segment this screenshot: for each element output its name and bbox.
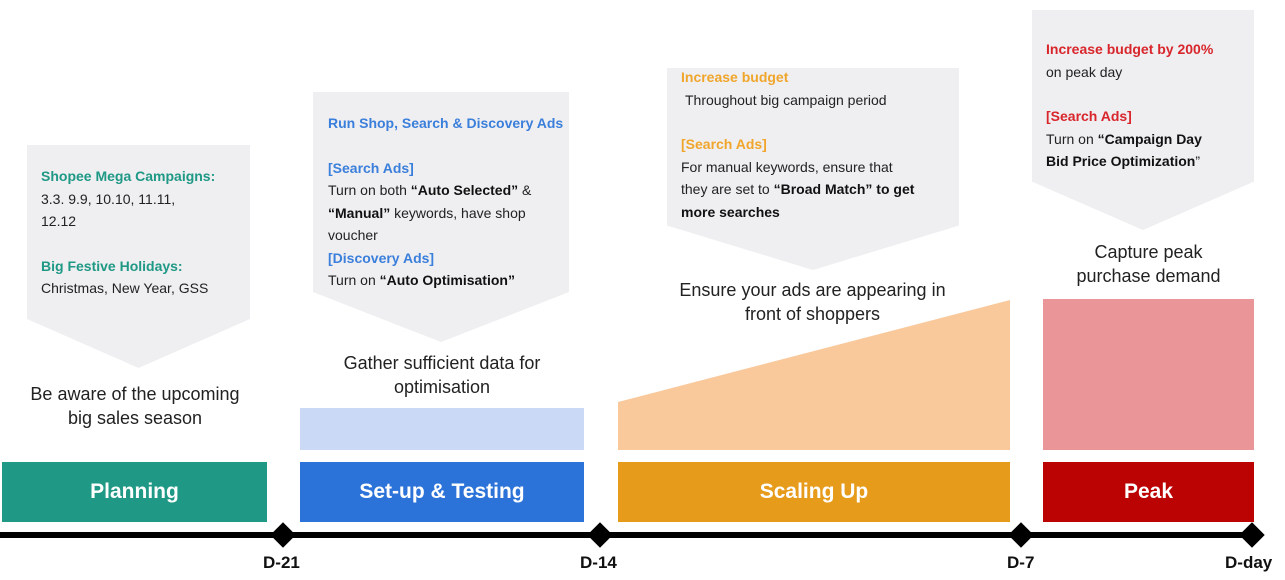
peak-goal: Capture peak purchase demand <box>1043 240 1254 288</box>
bold-text: Bid Price Optimization <box>1046 153 1196 169</box>
phase-label: Planning <box>90 480 179 503</box>
callout-heading: [Search Ads] <box>681 136 767 152</box>
peak-callout-text: Increase budget by 200% on peak day [Sea… <box>1046 38 1251 173</box>
text: keywords, have shop <box>390 204 526 221</box>
callout-text: For manual keywords, ensure that <box>681 158 893 175</box>
milestone-d7: D-7 <box>1007 553 1035 572</box>
text: ” <box>1195 153 1201 169</box>
goal-line: big sales season <box>67 408 203 428</box>
phase-peak: Peak <box>1043 462 1254 522</box>
setup-callout-text: Run Shop, Search & Discovery Ads [Search… <box>328 112 568 292</box>
milestone-diamond-icon <box>587 522 613 548</box>
bold-text: “Manual” <box>328 204 391 221</box>
text: Turn on both <box>328 182 411 198</box>
milestone-diamond-icon <box>1008 522 1034 548</box>
callout-heading: Run Shop, Search & Discovery Ads <box>328 115 564 131</box>
callout-text: Turn on both “Auto Selected” & <box>328 179 568 202</box>
bold-text: “Auto Selected” <box>410 182 519 198</box>
callout-text: more searches <box>681 201 956 224</box>
bold-text: more searches <box>681 203 780 220</box>
callout-text: Turn on “Auto Optimisation” <box>328 269 568 292</box>
goal-line: Be aware of the upcoming <box>30 384 240 404</box>
callout-heading: [Search Ads] <box>328 159 414 176</box>
phase-scaling-up: Scaling Up <box>618 462 1010 522</box>
goal-line: Gather sufficient data for <box>343 353 541 373</box>
milestone-d14: D-14 <box>580 553 617 572</box>
goal-line: front of shoppers <box>744 304 881 324</box>
callout-text: voucher <box>328 227 378 243</box>
goal-line: Capture peak <box>1094 242 1203 262</box>
callout-text: Christmas, New Year, GSS <box>41 280 209 296</box>
callout-heading: [Discovery Ads] <box>328 249 435 266</box>
phase-setup-testing: Set-up & Testing <box>300 462 584 522</box>
callout-text: 12.12 <box>41 213 77 229</box>
peak-intensity-bar <box>1043 299 1254 450</box>
milestone-diamond-icon <box>1239 522 1265 548</box>
milestone-diamond-icon <box>270 522 296 548</box>
callout-heading: [Search Ads] <box>1046 108 1132 124</box>
text: Turn on <box>328 272 380 288</box>
phase-label: Set-up & Testing <box>359 480 525 503</box>
goal-line: purchase demand <box>1076 266 1221 286</box>
timeline-axis <box>0 532 1262 538</box>
phase-label: Scaling Up <box>759 480 869 503</box>
bold-text: “Campaign Day <box>1097 130 1202 147</box>
goal-line: Ensure your ads are appearing in <box>679 280 946 300</box>
callout-heading: Increase budget by 200% <box>1046 41 1214 57</box>
callout-text: Turn on “Campaign Day <box>1046 128 1251 151</box>
scaling-callout <box>667 68 959 270</box>
callout-text: “Manual” keywords, have shop <box>328 202 568 225</box>
bold-text: “Auto Optimisation” <box>379 272 515 288</box>
phase-planning: Planning <box>2 462 267 522</box>
phase-label: Peak <box>1123 480 1174 503</box>
setup-intensity-bar <box>300 408 584 450</box>
planning-callout <box>27 145 250 368</box>
scaling-goal: Ensure your ads are appearing in front o… <box>650 278 975 326</box>
planning-callout-text: Shopee Mega Campaigns: 3.3. 9.9, 10.10, … <box>41 165 241 300</box>
planning-goal: Be aware of the upcoming big sales seaso… <box>0 382 270 430</box>
callout-heading: Increase budget <box>681 69 789 85</box>
peak-callout <box>1032 10 1254 230</box>
text: & <box>518 182 532 198</box>
goal-line: optimisation <box>393 377 491 397</box>
callout-text: on peak day <box>1046 63 1123 80</box>
setup-goal: Gather sufficient data for optimisation <box>300 351 584 399</box>
milestone-d21: D-21 <box>263 553 300 572</box>
bold-text: “Broad Match” to get <box>773 181 915 197</box>
text: they are set to <box>681 181 774 197</box>
setup-callout <box>313 92 569 342</box>
scaling-callout-text: Increase budget Throughout big campaign … <box>681 66 956 223</box>
callout-text: they are set to “Broad Match” to get <box>681 178 956 201</box>
callout-heading: Big Festive Holidays: <box>41 257 183 274</box>
callout-text: Throughout big campaign period <box>685 91 887 108</box>
callout-heading: Shopee Mega Campaigns: <box>41 168 216 184</box>
callout-text: 3.3. 9.9, 10.10, 11.11, <box>41 190 176 207</box>
text: Turn on <box>1046 130 1098 147</box>
milestone-dday: D-day <box>1225 553 1273 572</box>
callout-text: Bid Price Optimization” <box>1046 150 1251 173</box>
